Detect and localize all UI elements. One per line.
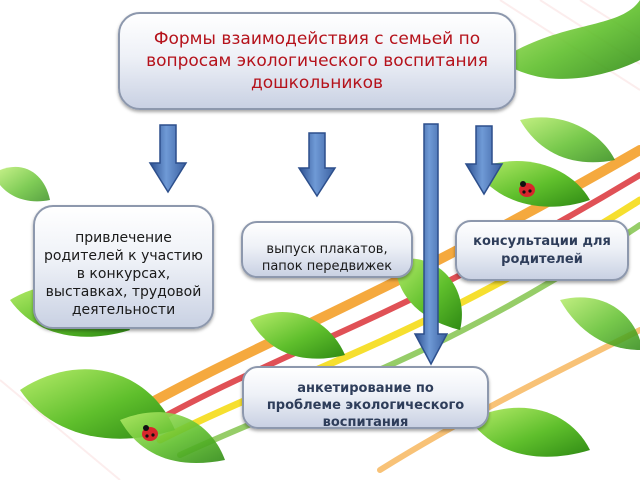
- form-box-posters: выпуск плакатов, папок передвижек: [241, 221, 413, 278]
- leaf-icon: [120, 412, 225, 464]
- form-label: анкетирование по проблеме экологического…: [266, 381, 465, 430]
- leaf-icon: [520, 117, 615, 163]
- title-box: Формы взаимодействия с семьей по вопроса…: [118, 12, 516, 110]
- leaf-icon: [470, 407, 590, 457]
- arrow-down-icon: [148, 124, 188, 194]
- leaf-icon: [500, 0, 640, 79]
- form-label: консультации для родителей: [473, 233, 611, 267]
- arrow-down-icon: [297, 132, 337, 198]
- leaf-icon: [475, 161, 590, 207]
- form-label: привлечение родителей к участию в конкур…: [44, 230, 203, 318]
- ladybug-icon: [519, 181, 535, 197]
- arrow-down-icon: [413, 123, 449, 366]
- form-box-contests: привлечение родителей к участию в конкур…: [33, 205, 214, 329]
- arrows: [148, 123, 504, 366]
- form-box-survey: анкетирование по проблеме экологического…: [242, 366, 489, 430]
- arrow-down-icon: [464, 125, 504, 196]
- ladybug-icon: [142, 425, 158, 441]
- diagram-title: Формы взаимодействия с семьей по вопроса…: [146, 29, 488, 93]
- form-label: выпуск плакатов, папок передвижек: [261, 241, 393, 274]
- form-box-consultations: консультации для родителей: [455, 220, 629, 281]
- ribbons: [115, 145, 640, 473]
- leaf-icon: [0, 166, 50, 202]
- leaves: [0, 0, 640, 464]
- leaf-icon: [560, 297, 640, 350]
- leaf-icon: [250, 312, 345, 359]
